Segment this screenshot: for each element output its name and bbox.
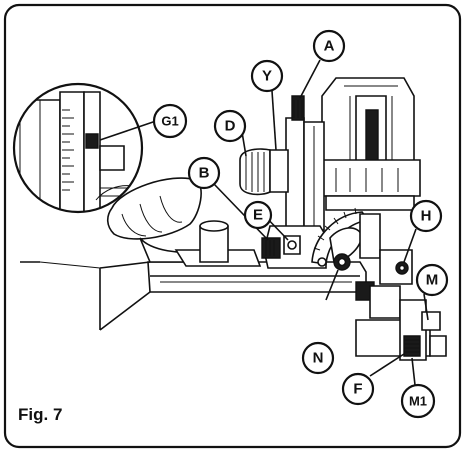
base-plate bbox=[20, 261, 367, 331]
callout-y-label: Y bbox=[262, 68, 272, 85]
callout-f-label: F bbox=[353, 381, 362, 398]
callout-g1: G1 bbox=[152, 103, 188, 139]
callout-a-label: A bbox=[324, 38, 335, 55]
adjust-knob-d bbox=[239, 148, 289, 196]
callout-d-label: D bbox=[225, 118, 236, 135]
callout-h: H bbox=[409, 199, 443, 233]
depth-column bbox=[285, 95, 325, 231]
callout-y: Y bbox=[250, 59, 284, 93]
callout-m1: M1 bbox=[400, 383, 436, 419]
callout-e: E bbox=[243, 200, 273, 230]
callout-m1-label: M1 bbox=[409, 394, 427, 409]
callout-m-label: M bbox=[426, 272, 439, 289]
callout-h-label: H bbox=[421, 208, 432, 225]
callout-e-label: E bbox=[253, 207, 263, 224]
cylinder-post bbox=[199, 220, 229, 263]
leader-lines bbox=[99, 59, 429, 386]
side-bracket bbox=[355, 213, 413, 319]
motor-housing bbox=[317, 77, 421, 211]
callout-d: D bbox=[213, 109, 247, 143]
callout-a: A bbox=[312, 29, 346, 63]
carriage-block bbox=[261, 225, 327, 269]
callout-b: B bbox=[187, 156, 221, 190]
handle-knob bbox=[106, 177, 262, 267]
stop-assembly bbox=[355, 299, 447, 361]
callout-f: F bbox=[341, 372, 375, 406]
callout-m: M bbox=[415, 263, 449, 297]
diagram-frame bbox=[3, 3, 462, 449]
callout-b-label: B bbox=[199, 165, 210, 182]
callout-g1-label: G1 bbox=[161, 114, 178, 129]
callout-n: N bbox=[301, 341, 335, 375]
callout-n-label: N bbox=[313, 350, 324, 367]
figure-caption: Fig. 7 bbox=[18, 405, 62, 424]
